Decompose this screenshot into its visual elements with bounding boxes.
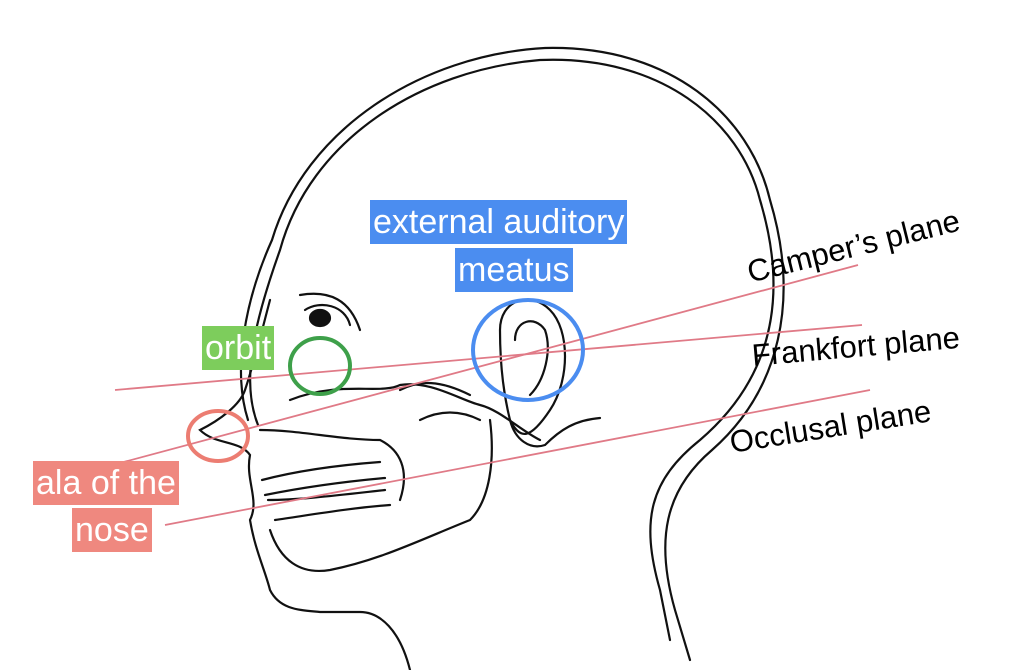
campers-plane-line: [119, 264, 859, 464]
ala-label-line2: nose: [72, 508, 152, 552]
head-outline: [239, 46, 785, 662]
frankfort-plane-line: [114, 324, 863, 391]
eye-socket: [298, 292, 362, 332]
ear-label-line2: meatus: [455, 248, 573, 292]
plane-lines: [114, 264, 871, 526]
eye: [308, 308, 332, 328]
mandible: [268, 418, 493, 573]
zygomatic-arch: [398, 381, 482, 422]
face-profile: [198, 298, 412, 670]
teeth-lower: [266, 488, 392, 522]
ear-label-line1: external auditory: [370, 200, 628, 244]
teeth-upper: [260, 460, 387, 497]
ala-label-line1: ala of the: [33, 461, 179, 505]
maxilla: [258, 428, 405, 502]
orbit-circle: [288, 336, 352, 396]
ear-outline: [498, 298, 566, 436]
ear-circle: [471, 298, 585, 402]
mastoid: [508, 416, 602, 448]
ear-inner: [513, 320, 549, 397]
ala-circle: [186, 409, 250, 463]
cheek-bone: [288, 383, 542, 442]
occlusal-plane-line: [164, 389, 871, 526]
skull-outline: [249, 58, 775, 642]
orbit-label: orbit: [202, 326, 275, 370]
